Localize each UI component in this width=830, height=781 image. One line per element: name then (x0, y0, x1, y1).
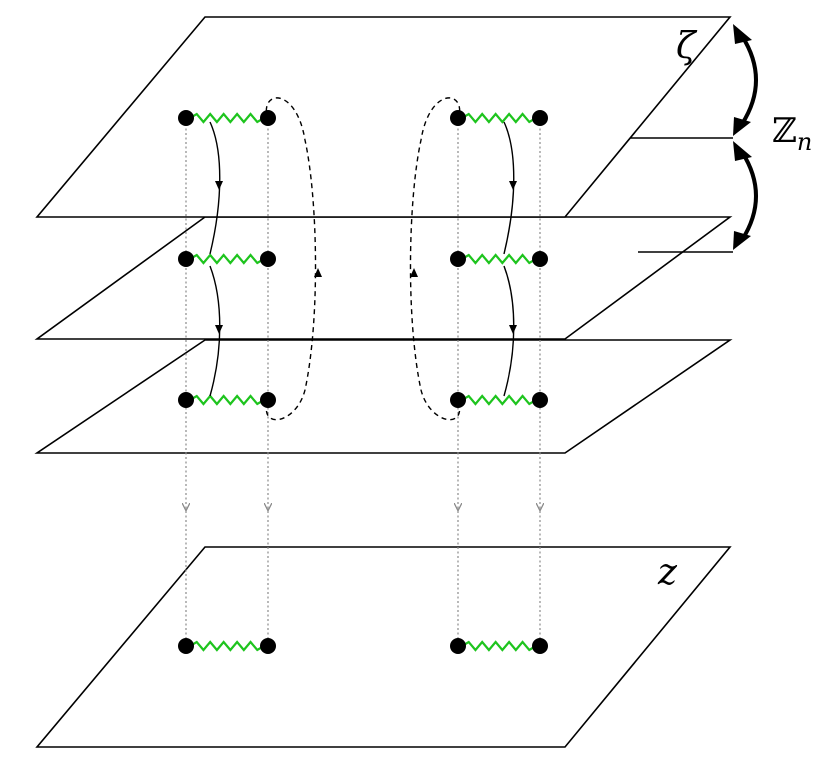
monodromy-paths (209, 121, 517, 397)
branch-cut (189, 112, 265, 124)
branch-point (450, 638, 466, 654)
branch-cut (189, 253, 265, 265)
branch-point (178, 110, 194, 126)
sheet-1 (35, 16, 732, 218)
zn-arrows (733, 24, 758, 250)
branch-point (532, 251, 548, 267)
branch-point (260, 638, 276, 654)
sheet-3 (34, 339, 733, 454)
zeta-label: ζ (676, 26, 698, 67)
branch-points (178, 110, 548, 654)
branch-cuts (189, 112, 537, 652)
sheet-2 (34, 216, 733, 340)
branch-cut (461, 394, 537, 406)
z-label: z (657, 552, 678, 593)
branch-point (532, 110, 548, 126)
branch-point (260, 110, 276, 126)
branch-point (450, 392, 466, 408)
zn-label: ℤn (772, 111, 812, 156)
branch-point (260, 392, 276, 408)
base-sheet (35, 546, 732, 748)
branch-point (178, 638, 194, 654)
encircling-loops (265, 97, 461, 421)
zn-guides (630, 137, 733, 253)
branch-cut (461, 112, 537, 124)
branch-cut (461, 253, 537, 265)
branch-point (532, 392, 548, 408)
branch-cut (189, 394, 265, 406)
zn-symbol: ℤ (772, 111, 797, 151)
zn-subscript: n (797, 128, 812, 156)
branch-cut (461, 640, 537, 652)
branch-point (450, 251, 466, 267)
branch-point (178, 251, 194, 267)
branch-point (178, 392, 194, 408)
projection-lines (186, 124, 540, 640)
branch-point (450, 110, 466, 126)
branch-point (260, 251, 276, 267)
branch-point (532, 638, 548, 654)
branch-cut (189, 640, 265, 652)
